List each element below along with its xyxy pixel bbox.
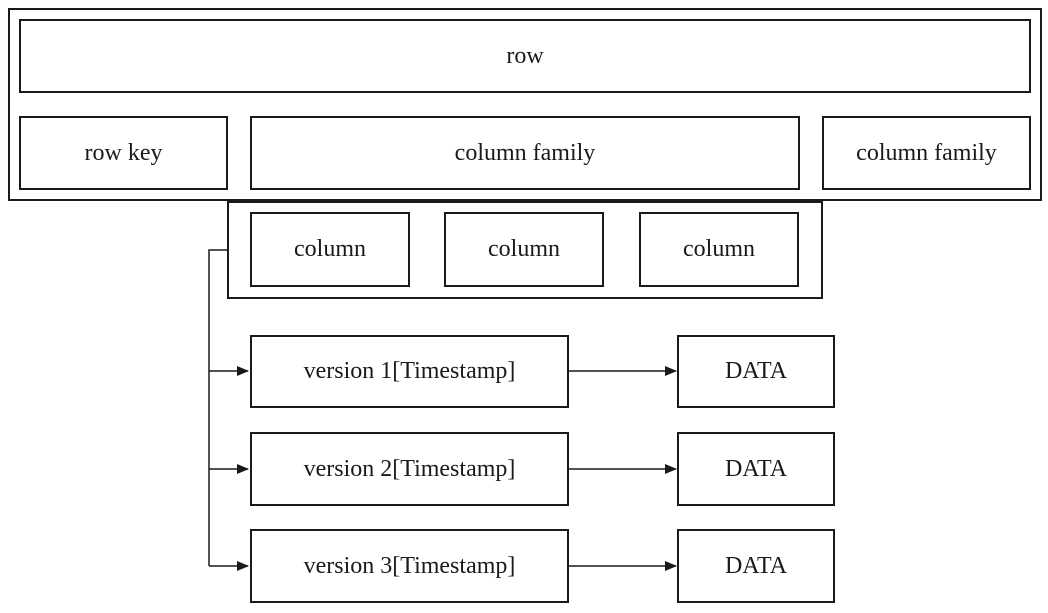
column-family-label-2: column family [856, 139, 997, 166]
version-label-3: version 3[Timestamp] [303, 552, 516, 579]
trunk-line [208, 249, 227, 566]
row-container [8, 8, 1042, 201]
row-label: row [506, 42, 544, 69]
column-box-3: column [639, 212, 799, 287]
column-container [227, 201, 823, 299]
column-family-box-2: column family [822, 116, 1031, 190]
data-label-3: DATA [724, 552, 788, 579]
data-box-2: DATA [677, 432, 835, 506]
column-label-1: column [294, 236, 366, 262]
row-key-label: row key [84, 139, 163, 166]
version-label-1: version 1[Timestamp] [303, 358, 516, 384]
column-box-1: column [250, 212, 410, 287]
column-box-2: column [444, 212, 604, 287]
data-label-2: DATA [724, 455, 788, 482]
data-box-1: DATA [677, 335, 835, 408]
column-label-2: column [488, 236, 560, 262]
data-box-3: DATA [677, 529, 835, 603]
column-label-3: column [683, 236, 755, 262]
column-family-label-1: column family [454, 139, 596, 166]
data-label-1: DATA [724, 358, 788, 384]
version-box-2: version 2[Timestamp] [250, 432, 569, 506]
version-label-2: version 2[Timestamp] [303, 455, 516, 482]
column-family-box-1: column family [250, 116, 800, 190]
row-key-box: row key [19, 116, 228, 190]
version-box-3: version 3[Timestamp] [250, 529, 569, 603]
version-box-1: version 1[Timestamp] [250, 335, 569, 408]
row-box: row [19, 19, 1031, 93]
